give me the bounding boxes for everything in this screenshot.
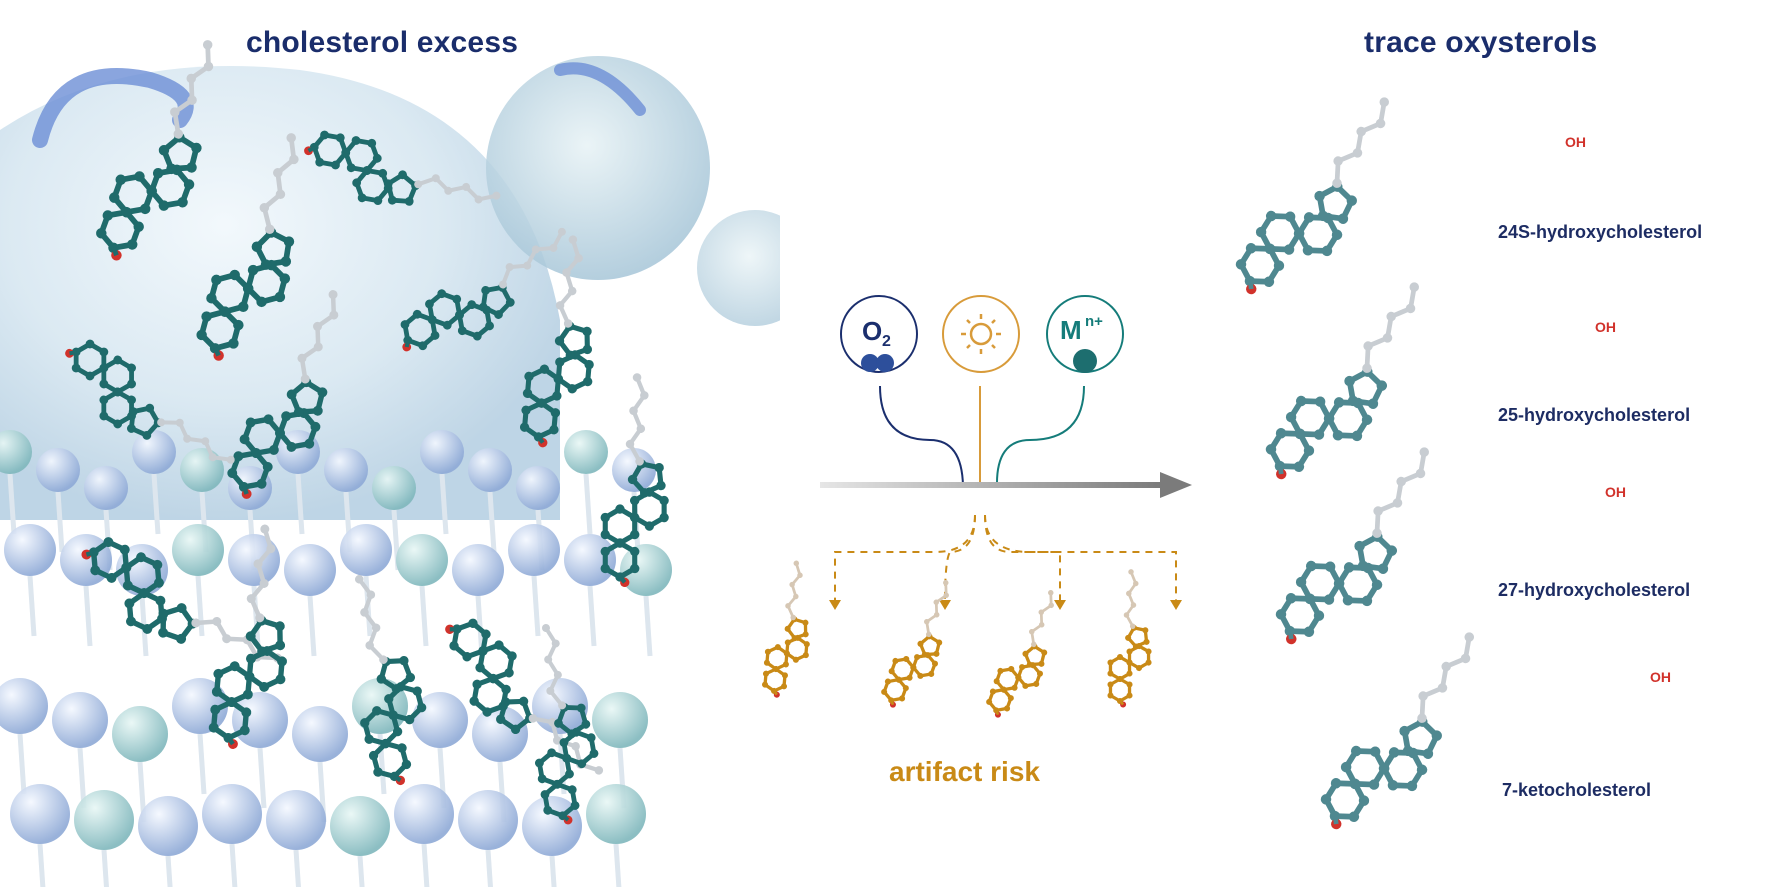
svg-text:M: M [1060, 315, 1082, 345]
lipid-head [74, 790, 134, 850]
artifact-arrowheads [829, 600, 1182, 610]
lipid-head [36, 448, 80, 492]
hydroxyl-label: OH [1565, 134, 1586, 150]
lipid-head [292, 706, 348, 762]
cholesterol-excess-title: cholesterol excess [246, 26, 519, 59]
lipid-head [324, 448, 368, 492]
lipid-head [396, 534, 448, 586]
lipid-head [340, 524, 392, 576]
lipid-head [4, 524, 56, 576]
lipid-head [180, 448, 224, 492]
lipid-head [516, 466, 560, 510]
lipid-head [52, 692, 108, 748]
lipid-head [508, 524, 560, 576]
lipid-head [228, 534, 280, 586]
lipid-head [458, 790, 518, 850]
oxysterol-label-27: 27-hydroxycholesterol [1498, 580, 1691, 600]
cholesterol-molecules [65, 40, 669, 825]
oxysterol-structures: OH OH OH OH [1235, 97, 1671, 830]
lipid-head [0, 678, 48, 734]
oxygen-factor: O 2 [840, 295, 918, 373]
hydroxyl-label: OH [1595, 319, 1616, 335]
lipid-head [564, 430, 608, 474]
lipid-head [132, 430, 176, 474]
lipid-head [10, 784, 70, 844]
sun-icon [961, 314, 1001, 354]
lipid-head [202, 784, 262, 844]
lipid-head [472, 706, 528, 762]
lipid-head [564, 534, 616, 586]
lipid-head [586, 784, 646, 844]
artifact-molecules [762, 560, 1152, 718]
medium-vesicle [486, 56, 710, 280]
metal-ion-icon [1073, 349, 1097, 373]
oxysterol-label-24s: 24S-hydroxycholesterol [1498, 222, 1703, 242]
trace-oxysterols-title: trace oxysterols [1364, 26, 1598, 59]
lipid-head [592, 692, 648, 748]
metal-ion-factor: M n+ [1046, 295, 1124, 373]
svg-text:2: 2 [882, 333, 891, 350]
lipid-head [372, 466, 416, 510]
lipid-head [112, 706, 168, 762]
lipid-head [420, 430, 464, 474]
lipid-head [284, 544, 336, 596]
lipid-head [138, 796, 198, 856]
artifact-branches [834, 514, 1177, 603]
artifact-risk-label: artifact risk [889, 756, 1040, 787]
lipid-head [266, 790, 326, 850]
oxysterol-label-25: 25-hydroxycholesterol [1498, 405, 1691, 425]
light-factor [942, 295, 1020, 373]
lipid-head [172, 524, 224, 576]
hydroxyl-label: OH [1650, 669, 1671, 685]
lipid-heads [0, 430, 672, 887]
oxygen-molecule-icon [861, 354, 894, 372]
oxysterol-label-7keto: 7-ketocholesterol [1502, 780, 1652, 800]
lipid-head [612, 448, 656, 492]
lipid-head [468, 448, 512, 492]
lipid-head [330, 796, 390, 856]
lipid-head [84, 466, 128, 510]
svg-text:n+: n+ [1085, 313, 1103, 330]
small-vesicle [697, 210, 780, 326]
svg-text:O: O [862, 316, 882, 346]
process-arrow-icon [820, 472, 1192, 498]
membrane-illustration [0, 40, 780, 887]
lipid-head [0, 430, 32, 474]
lipid-head [452, 544, 504, 596]
lipid-head [394, 784, 454, 844]
hydroxyl-label: OH [1605, 484, 1626, 500]
